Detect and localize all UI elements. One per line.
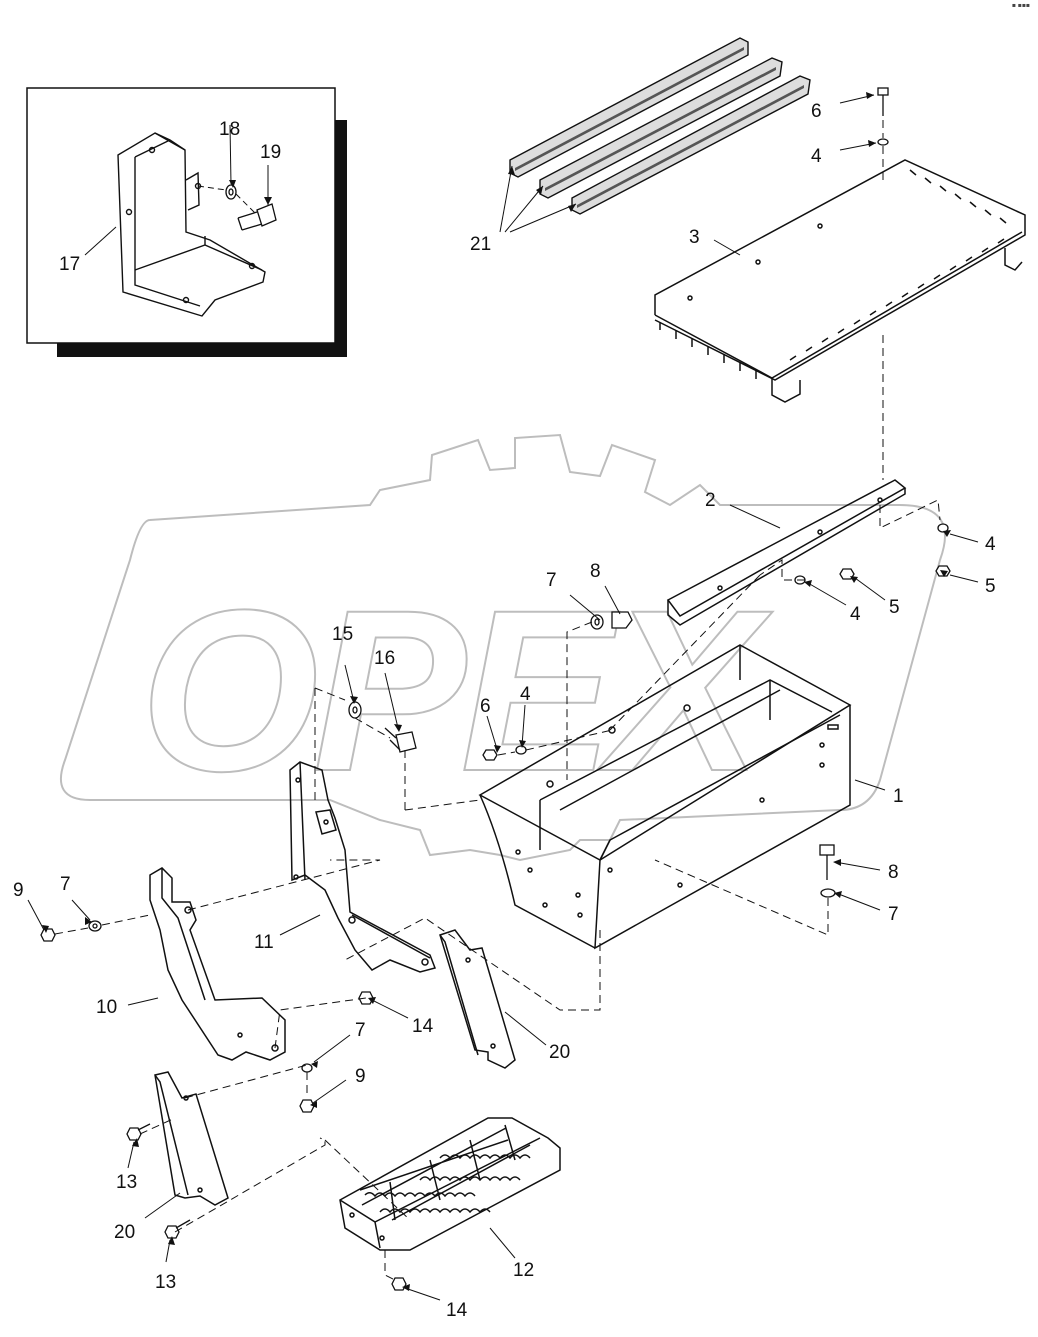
washer-7-lower (301, 1063, 313, 1073)
callout-labels: 1 2 3 4 4 4 4 5 5 6 6 7 7 7 7 8 8 9 9 10… (13, 101, 996, 1321)
callout-9-lower: 9 (355, 1066, 366, 1087)
callout-9-left: 9 (13, 880, 24, 901)
callout-18: 18 (219, 119, 240, 140)
callout-4-mid: 4 (850, 604, 861, 625)
bolt-6-top (877, 87, 889, 116)
step-box-1 (478, 644, 852, 950)
nut-14-bottom (391, 1277, 407, 1291)
callout-1: 1 (893, 786, 904, 807)
callout-8-right: 8 (888, 862, 899, 883)
assembly-lines (54, 120, 941, 1281)
callout-10: 10 (96, 997, 117, 1018)
grip-strips-21 (509, 37, 811, 215)
corner-mark: ▪ ▪▪▪ (1011, 2, 1030, 9)
washer-15 (348, 701, 362, 719)
inset-washer-18 (225, 184, 237, 200)
washer-7-left (88, 920, 102, 932)
opex-watermark: OPEX (60, 433, 946, 862)
callout-14-top: 14 (412, 1016, 434, 1037)
inset-bracket-17 (117, 132, 266, 317)
inset-frame (26, 87, 336, 344)
callout-16: 16 (374, 648, 395, 669)
bolt-13-lower (164, 1219, 191, 1239)
step-tread-12 (339, 1117, 561, 1251)
bolt-8-right (819, 844, 835, 880)
nut-9-left (40, 928, 56, 942)
callout-3: 3 (689, 227, 700, 248)
washer-4-right (937, 523, 949, 533)
callout-7-right: 7 (888, 904, 899, 925)
callout-21: 21 (470, 234, 491, 255)
callout-13-upper: 13 (116, 1172, 137, 1193)
callout-arrows (42, 92, 951, 1291)
callout-15: 15 (332, 624, 353, 645)
callout-6-box: 6 (480, 696, 491, 717)
nut-9-lower (299, 1099, 315, 1113)
callout-20-right: 20 (549, 1042, 570, 1063)
callout-17: 17 (59, 254, 80, 275)
plate-20-right (439, 929, 516, 1069)
callout-19: 19 (260, 142, 281, 163)
callout-4-box: 4 (520, 684, 531, 705)
bracket-11 (289, 761, 436, 973)
nut-6-box (482, 749, 498, 761)
callout-14-bottom: 14 (446, 1300, 468, 1321)
washer-7-right (820, 888, 836, 898)
callout-5-right: 5 (985, 576, 996, 597)
callout-7-left: 7 (60, 874, 71, 895)
callout-4-top: 4 (811, 146, 822, 167)
callout-13-lower: 13 (155, 1272, 176, 1293)
nut-14-top (358, 991, 374, 1005)
watermark-text: OPEX (140, 562, 773, 819)
inset-bolt-19 (237, 203, 277, 231)
bracket-10 (149, 867, 286, 1061)
washer-4-box (515, 745, 527, 755)
hardware (40, 87, 951, 1291)
callout-4-right: 4 (985, 534, 996, 555)
step-plate-3 (654, 159, 1026, 403)
callout-7-lower: 7 (355, 1020, 366, 1041)
angle-strip-2 (666, 479, 907, 626)
callout-leaders (27, 94, 979, 1301)
callout-20-left: 20 (114, 1222, 135, 1243)
plate-20-left (154, 1071, 229, 1206)
callout-7-box: 7 (546, 570, 557, 591)
callout-6-top: 6 (811, 101, 822, 122)
callout-8-box: 8 (590, 561, 601, 582)
washer-4-top (877, 138, 889, 146)
watermark-gear-outline (60, 433, 946, 862)
callout-5-mid: 5 (889, 597, 900, 618)
bolt-16 (384, 727, 417, 753)
washer-7-box (590, 614, 604, 630)
bolt-8-box (611, 611, 633, 629)
callout-11: 11 (254, 932, 274, 953)
grip-texture (515, 47, 804, 208)
callout-12: 12 (513, 1260, 534, 1281)
callout-2: 2 (705, 490, 716, 511)
bolt-13-upper (126, 1123, 151, 1141)
inset-detail-box (26, 87, 347, 357)
